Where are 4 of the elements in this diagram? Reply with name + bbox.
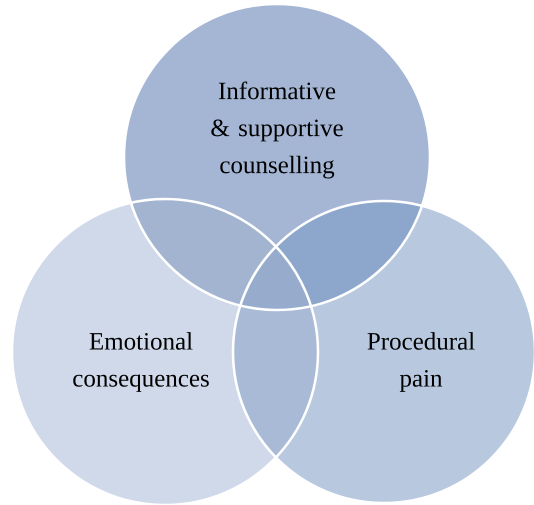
circle-label: Emotional consequences xyxy=(73,332,209,392)
circle-label: Informative & supportive counselling xyxy=(211,82,343,178)
circle-label: Procedural pain xyxy=(368,332,475,392)
venn-circle xyxy=(122,2,432,312)
